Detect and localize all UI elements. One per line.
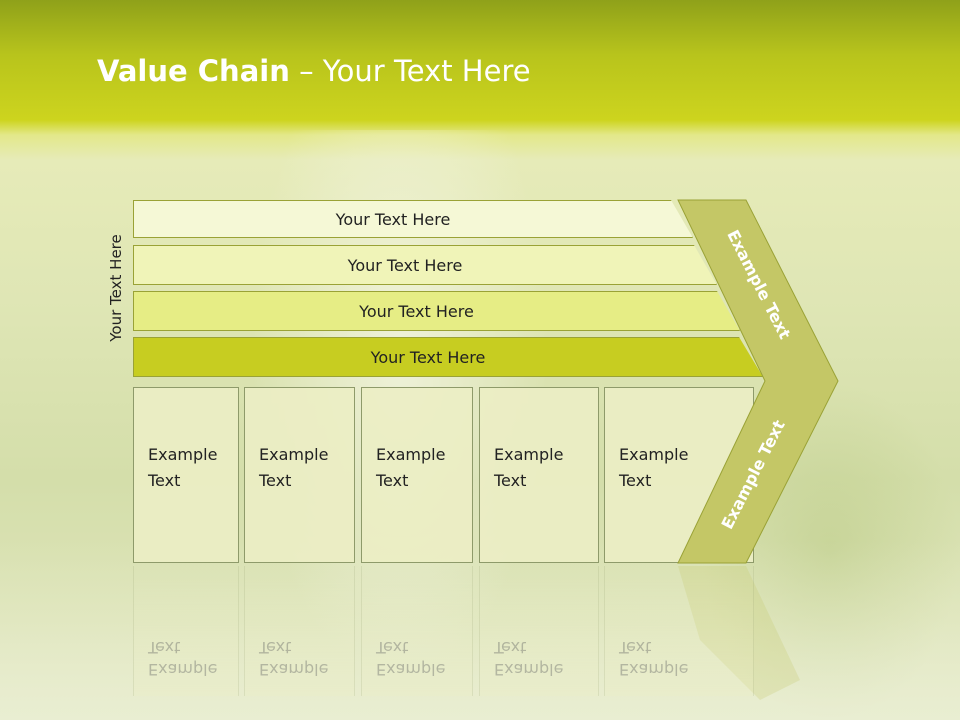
primary-activity-1-label: Example Text (148, 445, 218, 490)
slide-title-bold: Value Chain (97, 54, 290, 88)
primary-activity-3-label: Example Text (376, 445, 446, 490)
support-band-3: Your Text Here (133, 291, 740, 331)
reflection-4-label: Example Text (494, 638, 564, 679)
primary-activity-1: Example Text (133, 387, 239, 563)
primary-activity-3: Example Text (361, 387, 473, 563)
primary-activity-2-label: Example Text (259, 445, 329, 490)
primary-activity-1-reflection: Example Text (133, 566, 239, 696)
reflection-5-label: Example Text (619, 638, 689, 679)
support-band-3-label: Your Text Here (359, 301, 474, 321)
slide-title: Value Chain – Your Text Here (97, 54, 531, 88)
margin-chevron-reflection (678, 566, 800, 700)
support-band-4-label: Your Text Here (370, 347, 486, 367)
slide-title-rest: – Your Text Here (289, 54, 531, 88)
support-band-1-label: Your Text Here (335, 209, 451, 229)
margin-chevron (677, 199, 839, 564)
support-band-1: Your Text Here (133, 200, 693, 238)
primary-activity-3-reflection: Example Text (361, 566, 473, 696)
background-fade (0, 540, 960, 720)
primary-activity-2-reflection: Example Text (244, 566, 355, 696)
support-band-2: Your Text Here (133, 245, 717, 285)
reflection-2-label: Example Text (259, 638, 329, 679)
reflection-1-label: Example Text (148, 638, 218, 679)
primary-activity-5-reflection: Example Text (604, 566, 754, 696)
primary-activity-4-label: Example Text (494, 445, 564, 490)
primary-activity-4: Example Text (479, 387, 599, 563)
support-band-2-label: Your Text Here (347, 255, 463, 275)
support-band-4: Your Text Here (133, 337, 763, 377)
primary-activity-5-label: Example Text (619, 445, 689, 490)
primary-activity-2: Example Text (244, 387, 355, 563)
reflection-3-label: Example Text (376, 638, 446, 679)
primary-activity-4-reflection: Example Text (479, 566, 599, 696)
